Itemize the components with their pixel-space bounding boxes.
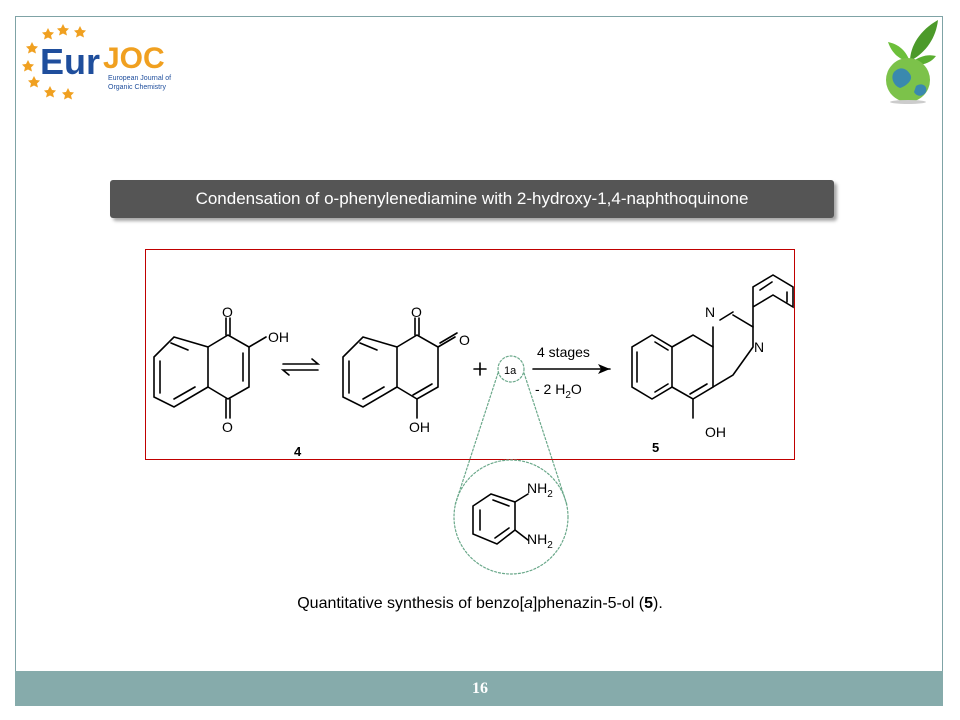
reaction-scheme-box — [145, 249, 795, 460]
equilibrium-arrows — [280, 358, 321, 376]
compound-label-4: 4 — [294, 444, 302, 459]
atom-n-1: N — [705, 304, 715, 320]
phenylenediamine-structure — [472, 493, 529, 545]
logo-sub-2: Organic Chemistry — [108, 84, 166, 91]
atom-o-4: O — [459, 332, 470, 348]
atom-oh-1: OH — [268, 329, 289, 345]
footer-bar — [15, 671, 943, 706]
slide-title: Condensation of o-phenylenediamine with … — [110, 180, 834, 218]
reaction-condition-stages: 4 stages — [537, 344, 590, 360]
atom-oh-2: OH — [409, 419, 430, 435]
globe-leaves-icon — [886, 20, 938, 104]
zoom-callout — [453, 355, 569, 575]
scheme-caption: Quantitative synthesis of benzo[a]phenaz… — [297, 595, 663, 612]
eurjoc-logo: Eur JOC European Journal of Organic Chem… — [22, 24, 171, 100]
compound-label-5: 5 — [652, 440, 659, 455]
atom-n-2: N — [754, 339, 764, 355]
naphthoquinone-structure — [153, 317, 267, 419]
amine-label-1: NH2 — [527, 480, 553, 500]
atom-oh-3: OH — [705, 424, 726, 440]
ortho-quinone-structure — [342, 317, 458, 419]
atom-o-3: O — [411, 304, 422, 320]
arrow-head — [598, 364, 610, 374]
reaction-condition-water: - 2 H2O — [535, 381, 582, 401]
reagent-label-1a: 1a — [504, 365, 517, 377]
atom-o-2: O — [222, 419, 233, 435]
logo-joc-text: JOC — [103, 42, 165, 75]
amine-label-2: NH2 — [527, 531, 553, 551]
logo-sub-1: European Journal of — [108, 75, 171, 82]
logo-eur-text: Eur — [40, 41, 100, 82]
plus-sign — [473, 362, 487, 376]
atom-o-1: O — [222, 304, 233, 320]
star-ring-icon — [22, 24, 86, 100]
benzophenazinol-structure — [631, 274, 794, 419]
page-number: 16 — [472, 680, 488, 697]
